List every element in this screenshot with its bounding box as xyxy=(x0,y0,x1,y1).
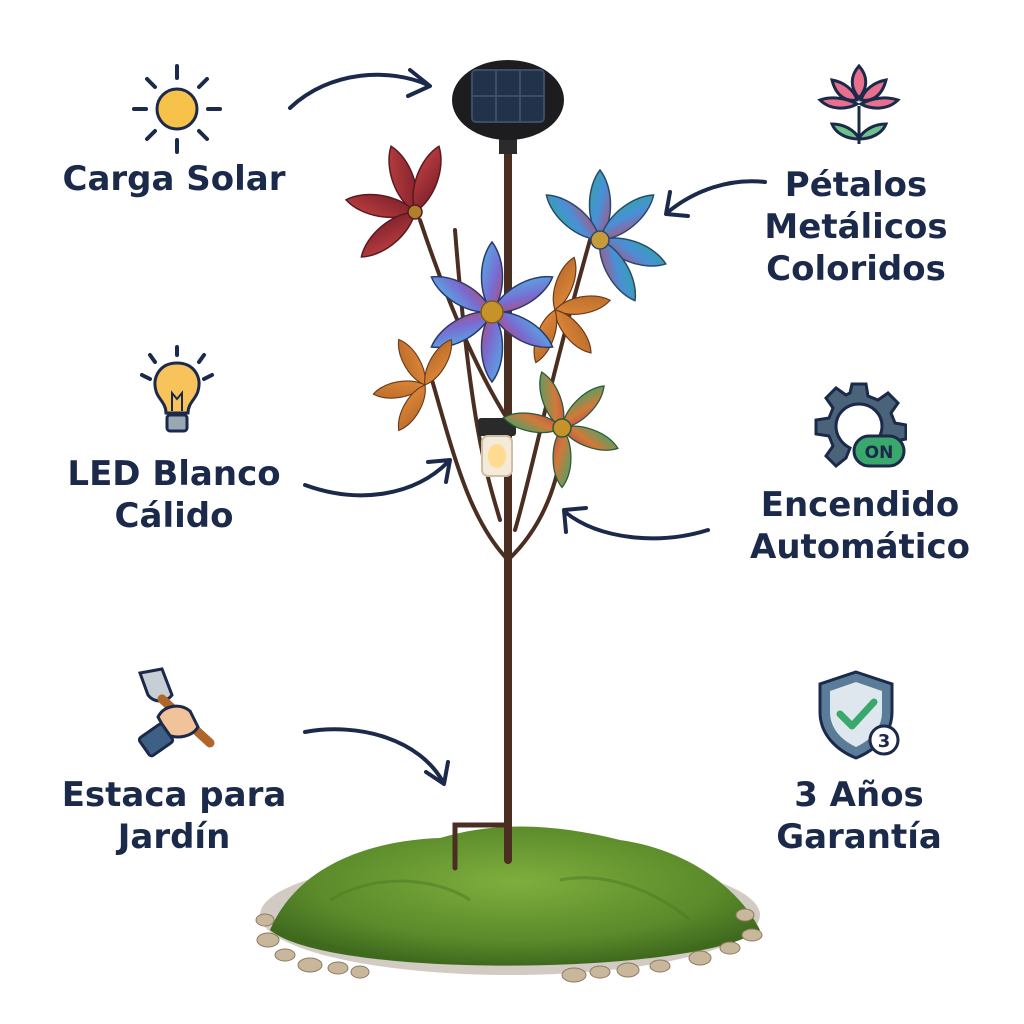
flower-blue xyxy=(425,241,559,383)
flower-green xyxy=(501,368,622,489)
arrow-petals xyxy=(664,179,767,218)
feature-warranty: 3 Años Garantía xyxy=(748,774,970,858)
feature-solar-charge: Carga Solar xyxy=(52,158,296,200)
sun-icon xyxy=(132,64,222,154)
arrow-auto xyxy=(562,506,710,541)
moss-base xyxy=(260,826,760,975)
feature-led-line-1: LED Blanco xyxy=(67,454,281,494)
feature-warm-white-led: LED Blanco Cálido xyxy=(52,453,296,537)
solar-panel xyxy=(452,60,564,154)
arrow-led xyxy=(303,458,452,498)
feature-petals-line-2: Metálicos xyxy=(764,207,948,247)
flower-red xyxy=(343,141,450,266)
arrow-solar xyxy=(288,68,432,110)
feature-auto-line-2: Automático xyxy=(750,527,970,567)
gear-on-icon: ON xyxy=(814,382,907,469)
led-lamp xyxy=(478,418,516,477)
feature-metallic-petals: Pétalos Metálicos Coloridos xyxy=(748,164,964,290)
feature-warranty-line-1: 3 Años xyxy=(794,775,924,815)
feature-petals-line-1: Pétalos xyxy=(784,165,928,205)
warranty-badge: 3 xyxy=(878,731,891,752)
feature-warranty-line-2: Garantía xyxy=(776,817,942,857)
stake-stem xyxy=(418,126,592,871)
feature-auto-line-1: Encendido xyxy=(760,485,960,525)
feature-petals-line-3: Coloridos xyxy=(766,249,946,289)
feature-stake-line-1: Estaca para xyxy=(61,775,287,815)
flower-icon xyxy=(817,63,901,144)
pebbles xyxy=(255,908,763,983)
flower-teal xyxy=(538,169,671,307)
flower-orange-back xyxy=(527,253,613,367)
feature-stake-line-2: Jardín xyxy=(117,817,231,857)
on-badge: ON xyxy=(865,443,894,463)
feature-led-line-2: Cálido xyxy=(114,496,234,536)
feature-garden-stake: Estaca para Jardín xyxy=(42,774,306,858)
arrow-stake xyxy=(303,727,450,786)
feature-auto-on: Encendido Automático xyxy=(735,484,985,568)
feature-solar-line-1: Carga Solar xyxy=(62,159,286,199)
garden-trowel-icon xyxy=(137,667,215,758)
lightbulb-icon xyxy=(140,345,214,433)
shield-check-icon: 3 xyxy=(818,670,900,760)
